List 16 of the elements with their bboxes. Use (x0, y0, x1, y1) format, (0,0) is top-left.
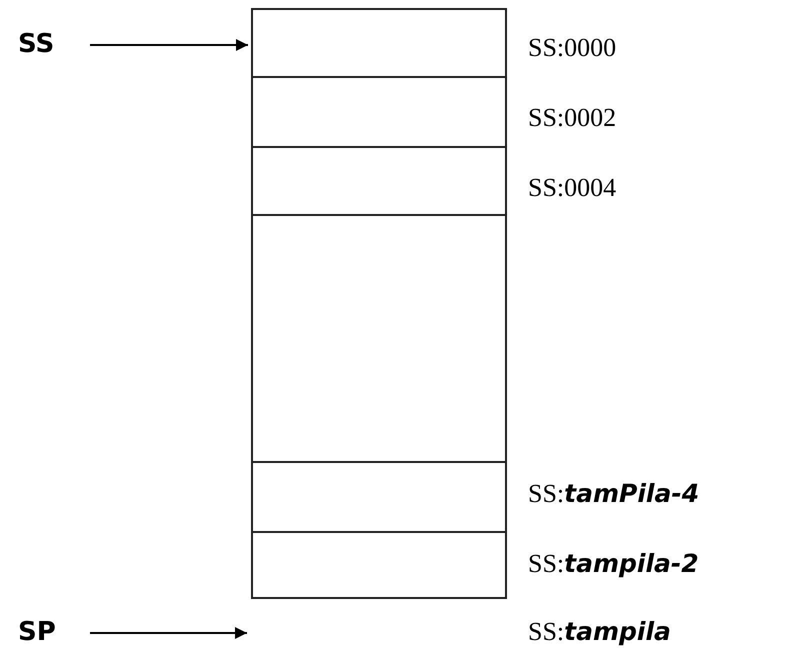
memory-cell (251, 214, 507, 463)
memory-cell (251, 76, 507, 148)
register-label: SP (18, 619, 56, 645)
address-label: SS:0004 (528, 175, 616, 201)
address-label: SS:0002 (528, 105, 616, 131)
memory-cell (251, 146, 507, 216)
address-label: SS:tampila (528, 619, 671, 645)
arrow (90, 627, 247, 639)
address-label: SS:0000 (528, 35, 616, 61)
address-label: SS:tampila-2 (528, 551, 699, 577)
arrow (90, 39, 248, 51)
memory-cell (251, 461, 507, 533)
register-label: SS (18, 31, 54, 57)
memory-cell (251, 8, 507, 78)
address-label: SS:tamPila-4 (528, 481, 700, 507)
memory-cell (251, 531, 507, 599)
